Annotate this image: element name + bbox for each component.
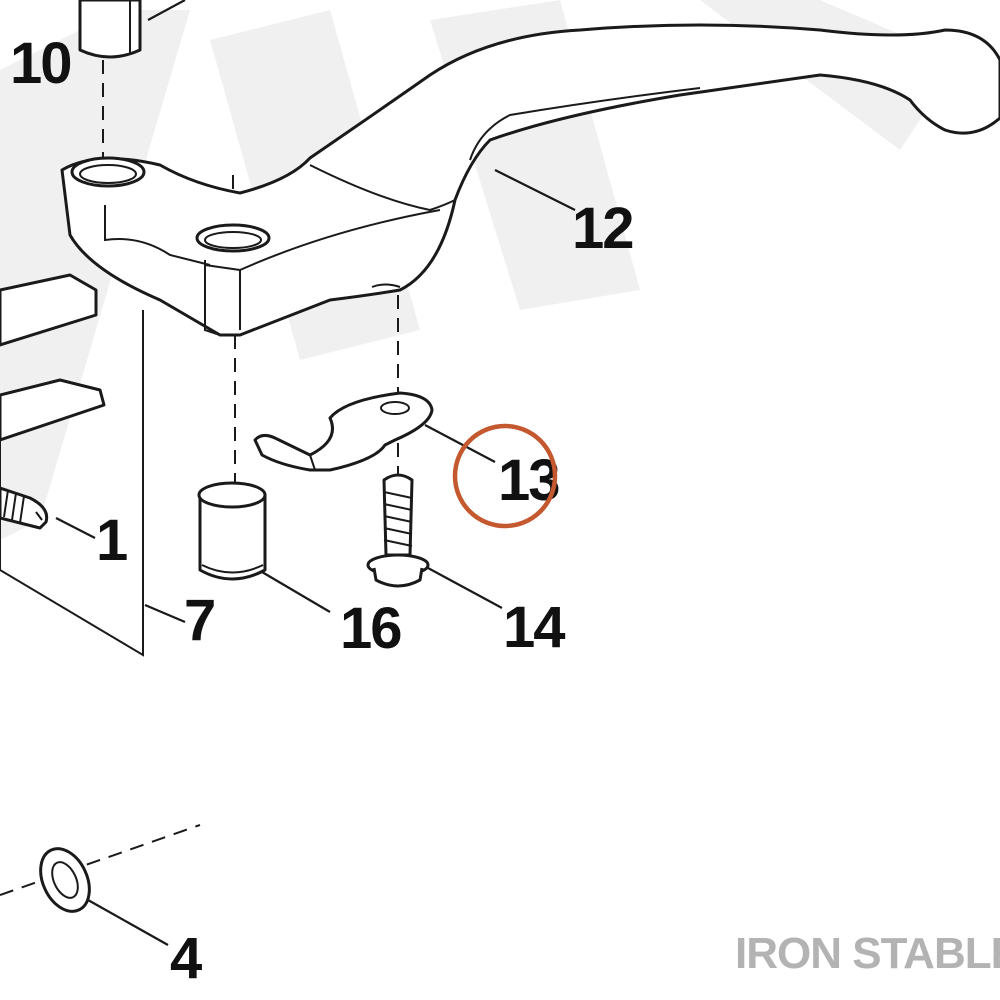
part-12-lever xyxy=(60,23,1000,337)
part-1-set-screw xyxy=(0,486,96,539)
callout-16: 16 xyxy=(340,596,401,661)
callout-12: 12 xyxy=(572,196,633,261)
part-14-screw xyxy=(366,473,503,609)
part-10-pin xyxy=(78,0,186,59)
part-4-washer xyxy=(39,847,169,946)
brand-text: IRON STABLE xyxy=(735,929,1000,978)
callout-1: 1 xyxy=(96,508,127,573)
callout-14: 14 xyxy=(503,595,565,660)
part-7-housing xyxy=(0,273,186,657)
part-13-plate xyxy=(253,391,496,472)
callout-labels: 10 12 13 1 7 16 14 4 xyxy=(10,31,635,991)
part-16-bushing xyxy=(197,481,331,613)
callout-7: 7 xyxy=(184,588,214,653)
highlight-ring-13 xyxy=(452,423,558,529)
callout-10: 10 xyxy=(10,31,71,96)
callout-4: 4 xyxy=(170,926,202,991)
